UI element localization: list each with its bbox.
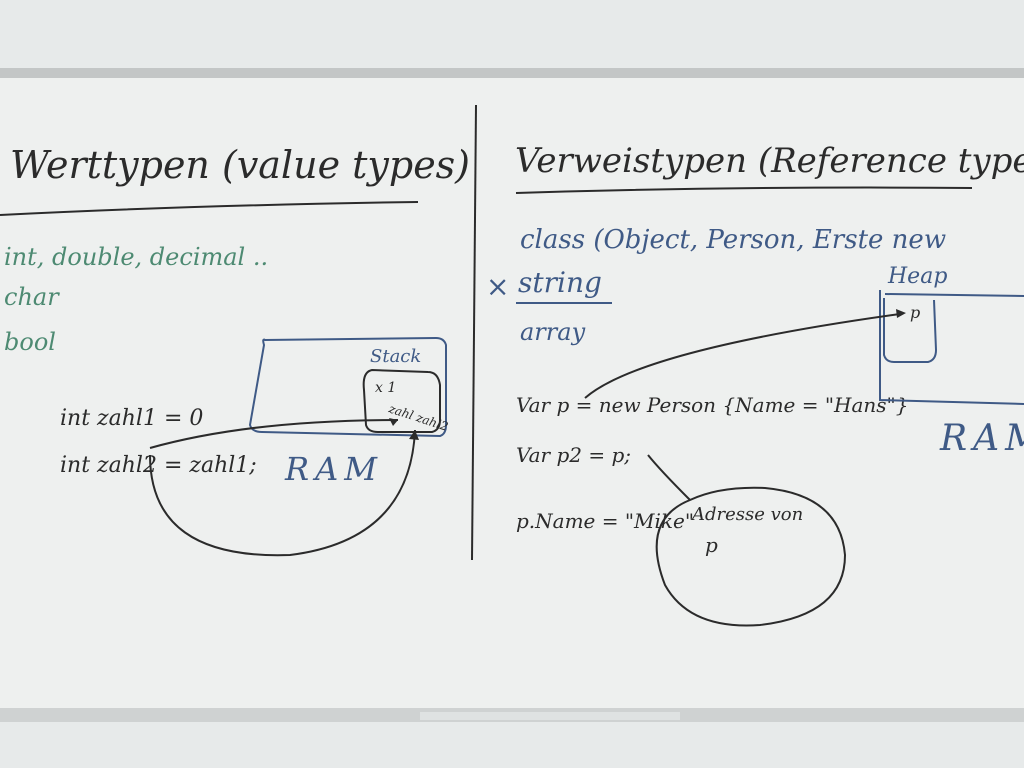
heap-label: Heap bbox=[887, 264, 947, 289]
zahl1-arrowhead bbox=[389, 418, 398, 426]
bubble-pointer bbox=[647, 454, 691, 501]
center-divider bbox=[471, 104, 477, 561]
right-title: Verweistypen (Reference types) bbox=[515, 141, 1024, 181]
bubble-line-2: p bbox=[705, 533, 718, 557]
stack-item-1: x 1 bbox=[375, 380, 396, 396]
left-code-line-1: int zahl1 = 0 bbox=[60, 406, 203, 431]
string-strike-mark: × bbox=[486, 270, 509, 303]
whiteboard-surface bbox=[0, 78, 1024, 710]
left-type-line-1: int, double, decimal .. bbox=[4, 243, 268, 271]
zahl2-loop-arrow bbox=[149, 429, 416, 557]
left-title: Werttypen (value types) bbox=[10, 143, 470, 187]
right-code-line-2: Var p2 = p; bbox=[516, 443, 631, 467]
heap-object-label: p bbox=[910, 303, 920, 322]
heap-region-outline bbox=[879, 290, 1024, 405]
left-ram-label: RAM bbox=[284, 450, 383, 488]
p-to-heap-arrowhead bbox=[896, 309, 906, 318]
left-title-underline bbox=[0, 201, 419, 216]
right-type-line-1: class (Object, Person, Erste new bbox=[520, 225, 946, 255]
left-code-line-2: int zahl2 = zahl1; bbox=[60, 453, 257, 478]
zahl1-arrow bbox=[149, 419, 399, 449]
left-type-line-3: bool bbox=[4, 328, 56, 356]
stack-label: Stack bbox=[370, 346, 421, 367]
address-bubble bbox=[655, 486, 847, 627]
tray-slot bbox=[420, 712, 680, 720]
right-code-line-1: Var p = new Person {Name = "Hans"} bbox=[516, 393, 908, 417]
zahl2-arrowhead bbox=[409, 430, 419, 440]
left-ram-box bbox=[248, 336, 447, 438]
right-code-line-3: p.Name = "Mike" bbox=[516, 509, 694, 533]
heap-top-line bbox=[884, 293, 1024, 297]
p-to-heap-arrow bbox=[584, 313, 901, 399]
bubble-line-1: Adresse von bbox=[690, 504, 803, 525]
right-type-line-3: array bbox=[520, 318, 586, 346]
right-title-underline bbox=[515, 186, 973, 194]
right-type-line-2: string bbox=[518, 266, 602, 299]
right-ram-label: RAM bbox=[939, 418, 1024, 459]
stack-box bbox=[362, 368, 441, 433]
left-type-line-2: char bbox=[4, 283, 60, 311]
heap-object-box bbox=[883, 298, 938, 363]
